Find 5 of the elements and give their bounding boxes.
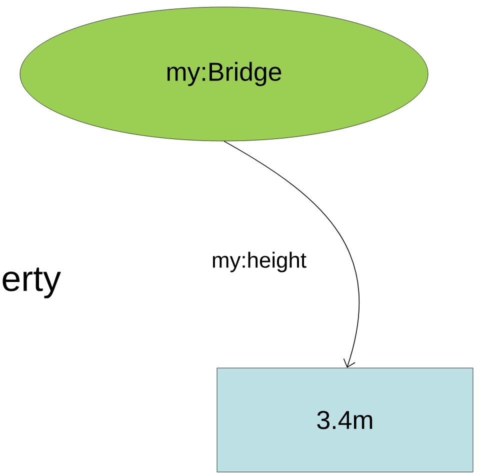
value-box: 3.4m bbox=[216, 368, 474, 472]
edge-label: my:height bbox=[210, 250, 308, 274]
arrow bbox=[224, 140, 360, 368]
ellipse-node: my:Bridge bbox=[20, 6, 428, 142]
slide-text: erty bbox=[2, 268, 61, 298]
